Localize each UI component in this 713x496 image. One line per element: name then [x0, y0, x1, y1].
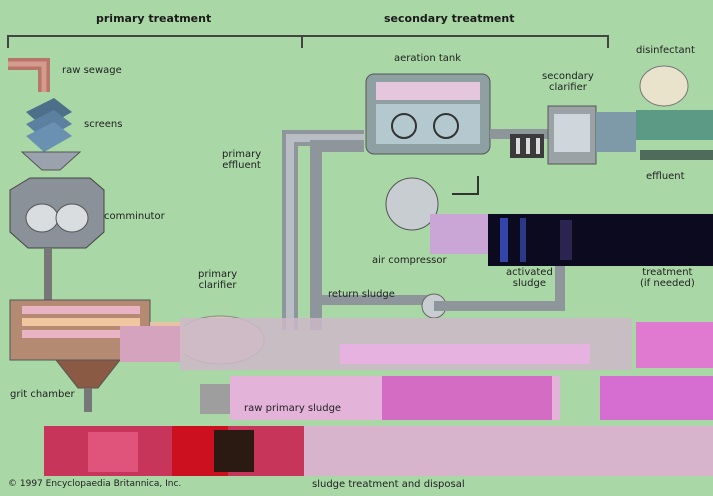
- aeration-tank-unit: [365, 73, 550, 155]
- dark-noise-band: [488, 214, 713, 266]
- secondary-clarifier-unit: [547, 105, 636, 165]
- comminutor-unit: [9, 177, 105, 300]
- header-primary-treatment: primary treatment: [96, 12, 212, 25]
- return-sludge-label: return sludge: [328, 289, 395, 300]
- screens-unit: [20, 98, 82, 171]
- air-compressor-label: air compressor: [372, 255, 447, 266]
- primary-clarifier-label: primary clarifier: [198, 269, 238, 291]
- secondary-clarifier-label: secondary clarifier: [542, 71, 594, 93]
- copyright-text: © 1997 Encyclopaedia Britannica, Inc.: [8, 479, 182, 489]
- header-bracket-primary: [7, 35, 303, 48]
- raw-primary-sludge-band: [200, 376, 713, 420]
- effluent-outlet: [510, 134, 544, 158]
- grit-chamber-label: grit chamber: [10, 389, 75, 400]
- header-bracket-secondary: [302, 35, 609, 48]
- raw-sewage-label: raw sewage: [62, 65, 122, 76]
- aeration-tank-label: aeration tank: [394, 53, 462, 64]
- sludge-treatment-label: sludge treatment and disposal: [312, 479, 465, 490]
- effluent-label: effluent: [646, 171, 685, 182]
- raw-primary-sludge-label: raw primary sludge: [244, 403, 342, 414]
- middle-noise-band: [120, 318, 713, 370]
- air-compressor-unit: [385, 176, 488, 254]
- disinfectant-unit: [636, 65, 713, 160]
- treatment-if-needed-label: treatment (if needed): [640, 267, 695, 289]
- screens-label: screens: [84, 119, 123, 130]
- activated-sludge-label: activated sludge: [506, 267, 553, 289]
- header-secondary-treatment: secondary treatment: [384, 12, 515, 25]
- primary-effluent-label: primary effluent: [222, 149, 262, 171]
- comminutor-label: comminutor: [104, 211, 165, 222]
- raw-sewage-pipe: [8, 58, 50, 92]
- sludge-disposal-band: [44, 426, 713, 476]
- disinfectant-label: disinfectant: [636, 45, 695, 56]
- primary-effluent-pipe: [282, 130, 364, 330]
